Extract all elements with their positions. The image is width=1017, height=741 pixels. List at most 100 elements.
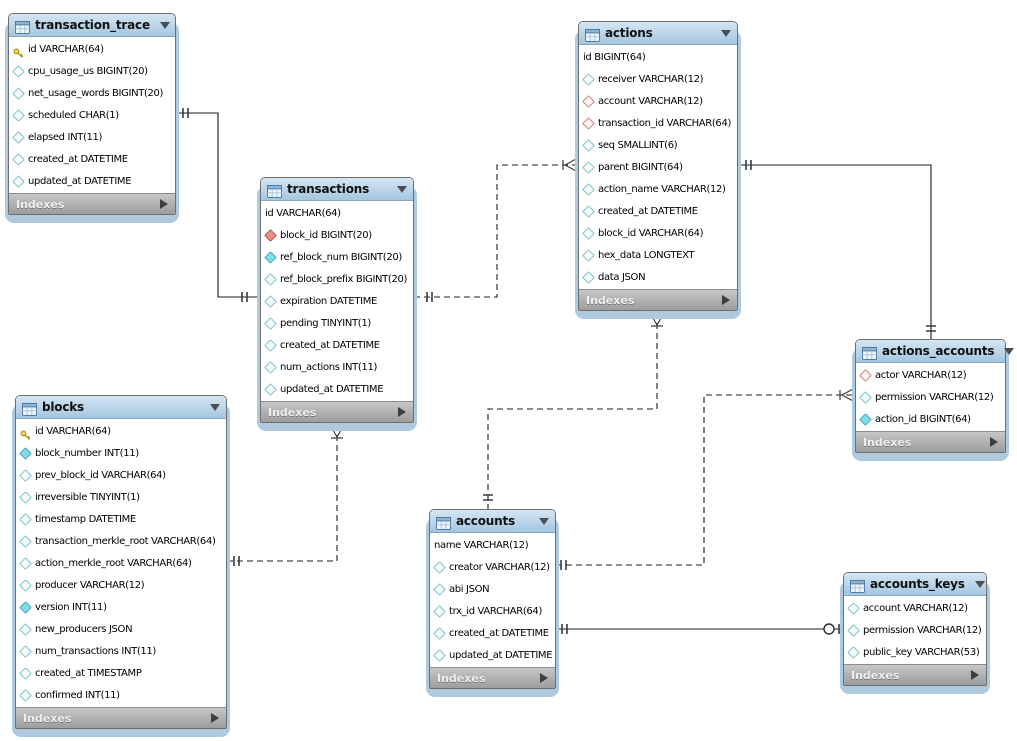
column-row[interactable]: block_number INT(11) xyxy=(16,442,226,464)
column-row[interactable]: created_at DATETIME xyxy=(430,622,555,644)
column-row[interactable]: id VARCHAR(64) xyxy=(9,38,175,60)
column-row[interactable]: updated_at DATETIME xyxy=(9,170,175,192)
column-row[interactable]: version INT(11) xyxy=(16,596,226,618)
relationship-actions-actions_accounts[interactable] xyxy=(738,160,936,339)
column-row[interactable]: receiver VARCHAR(12) xyxy=(579,68,737,90)
indexes-bar[interactable]: Indexes xyxy=(261,401,413,422)
column-row[interactable]: elapsed INT(11) xyxy=(9,126,175,148)
cardinality-marker xyxy=(241,292,248,302)
column-row[interactable]: action_name VARCHAR(12) xyxy=(579,178,737,200)
column-row[interactable]: irreversible TINYINT(1) xyxy=(16,486,226,508)
collapse-arrow-icon[interactable] xyxy=(210,403,220,411)
table-header[interactable]: transactions xyxy=(261,178,413,201)
diamond-outline-icon xyxy=(433,648,446,662)
expand-arrow-icon[interactable] xyxy=(211,713,219,723)
column-row[interactable]: new_producers JSON xyxy=(16,618,226,640)
column-row[interactable]: id VARCHAR(64) xyxy=(261,202,413,224)
column-row[interactable]: block_id BIGINT(20) xyxy=(261,224,413,246)
column-row[interactable]: expiration DATETIME xyxy=(261,290,413,312)
column-row[interactable]: permission VARCHAR(12) xyxy=(844,619,986,641)
indexes-bar[interactable]: Indexes xyxy=(844,664,986,685)
column-row[interactable]: created_at DATETIME xyxy=(579,200,737,222)
column-row[interactable]: timestamp DATETIME xyxy=(16,508,226,530)
column-row[interactable]: trx_id VARCHAR(64) xyxy=(430,600,555,622)
column-row[interactable]: block_id VARCHAR(64) xyxy=(579,222,737,244)
indexes-bar[interactable]: Indexes xyxy=(579,289,737,310)
column-label: id VARCHAR(64) xyxy=(28,43,104,55)
collapse-arrow-icon[interactable] xyxy=(539,517,549,525)
column-row[interactable]: permission VARCHAR(12) xyxy=(856,386,1005,408)
column-row[interactable]: actor VARCHAR(12) xyxy=(856,364,1005,386)
table-header[interactable]: accounts xyxy=(430,510,555,533)
column-row[interactable]: account VARCHAR(12) xyxy=(579,90,737,112)
relationship-accounts-actions[interactable] xyxy=(483,312,665,509)
column-row[interactable]: ref_block_num BIGINT(20) xyxy=(261,246,413,268)
collapse-arrow-icon[interactable] xyxy=(1004,347,1015,355)
collapse-arrow-icon[interactable] xyxy=(721,29,731,37)
column-row[interactable]: updated_at DATETIME xyxy=(261,378,413,400)
column-row[interactable]: data JSON xyxy=(579,266,737,288)
column-row[interactable]: abi JSON xyxy=(430,578,555,600)
column-row[interactable]: parent BIGINT(64) xyxy=(579,156,737,178)
table-header[interactable]: actions xyxy=(579,22,737,45)
collapse-arrow-icon[interactable] xyxy=(397,185,407,193)
relationship-transaction_trace-transactions[interactable] xyxy=(176,108,260,302)
expand-arrow-icon[interactable] xyxy=(160,199,168,209)
indexes-bar[interactable]: Indexes xyxy=(16,707,226,728)
column-row[interactable]: created_at TIMESTAMP xyxy=(16,662,226,684)
collapse-arrow-icon[interactable] xyxy=(159,21,170,29)
table-header[interactable]: actions_accounts xyxy=(856,340,1015,363)
relationship-blocks-transactions[interactable] xyxy=(227,424,345,566)
column-label: trx_id VARCHAR(64) xyxy=(449,605,542,617)
column-row[interactable]: scheduled CHAR(1) xyxy=(9,104,175,126)
table-header[interactable]: transaction_trace xyxy=(9,14,175,37)
column-row[interactable]: public_key VARCHAR(53) xyxy=(844,641,986,663)
expand-arrow-icon[interactable] xyxy=(971,670,979,680)
indexes-bar[interactable]: Indexes xyxy=(856,431,1005,452)
column-row[interactable]: num_actions INT(11) xyxy=(261,356,413,378)
column-row[interactable]: ref_block_prefix BIGINT(20) xyxy=(261,268,413,290)
column-row[interactable]: confirmed INT(11) xyxy=(16,684,226,706)
column-row[interactable]: action_id BIGINT(64) xyxy=(856,408,1005,430)
table-header[interactable]: blocks xyxy=(16,396,226,419)
relationship-transactions-actions[interactable] xyxy=(414,157,579,302)
column-row[interactable]: cpu_usage_us BIGINT(20) xyxy=(9,60,175,82)
relationship-accounts-accounts_keys[interactable] xyxy=(556,623,843,635)
column-row[interactable]: name VARCHAR(12) xyxy=(430,534,555,556)
column-row[interactable]: num_transactions INT(11) xyxy=(16,640,226,662)
column-row[interactable]: updated_at DATETIME xyxy=(430,644,555,666)
column-row[interactable]: action_merkle_root VARCHAR(64) xyxy=(16,552,226,574)
column-row[interactable]: hex_data LONGTEXT xyxy=(579,244,737,266)
indexes-bar[interactable]: Indexes xyxy=(430,667,555,688)
collapse-arrow-icon[interactable] xyxy=(974,580,985,588)
column-row[interactable]: seq SMALLINT(6) xyxy=(579,134,737,156)
expand-arrow-icon[interactable] xyxy=(722,295,730,305)
indexes-bar[interactable]: Indexes xyxy=(9,193,175,214)
column-row[interactable]: producer VARCHAR(12) xyxy=(16,574,226,596)
expand-arrow-icon[interactable] xyxy=(990,437,998,447)
column-row[interactable]: id VARCHAR(64) xyxy=(16,420,226,442)
table-header[interactable]: accounts_keys xyxy=(844,573,986,596)
expand-arrow-icon[interactable] xyxy=(398,407,406,417)
column-row[interactable]: id BIGINT(64) xyxy=(579,46,737,68)
column-row[interactable]: prev_block_id VARCHAR(64) xyxy=(16,464,226,486)
column-row[interactable]: transaction_id VARCHAR(64) xyxy=(579,112,737,134)
column-row[interactable]: pending TINYINT(1) xyxy=(261,312,413,334)
expand-arrow-icon[interactable] xyxy=(540,673,548,683)
column-row[interactable]: created_at DATETIME xyxy=(261,334,413,356)
table-icon xyxy=(862,345,877,360)
column-row[interactable]: account VARCHAR(12) xyxy=(844,597,986,619)
relationship-accounts-actions_accounts[interactable] xyxy=(556,387,856,570)
column-row[interactable]: net_usage_words BIGINT(20) xyxy=(9,82,175,104)
column-row[interactable]: created_at DATETIME xyxy=(9,148,175,170)
column-label: created_at TIMESTAMP xyxy=(35,667,142,679)
column-row[interactable]: creator VARCHAR(12) xyxy=(430,556,555,578)
column-row[interactable]: transaction_merkle_root VARCHAR(64) xyxy=(16,530,226,552)
